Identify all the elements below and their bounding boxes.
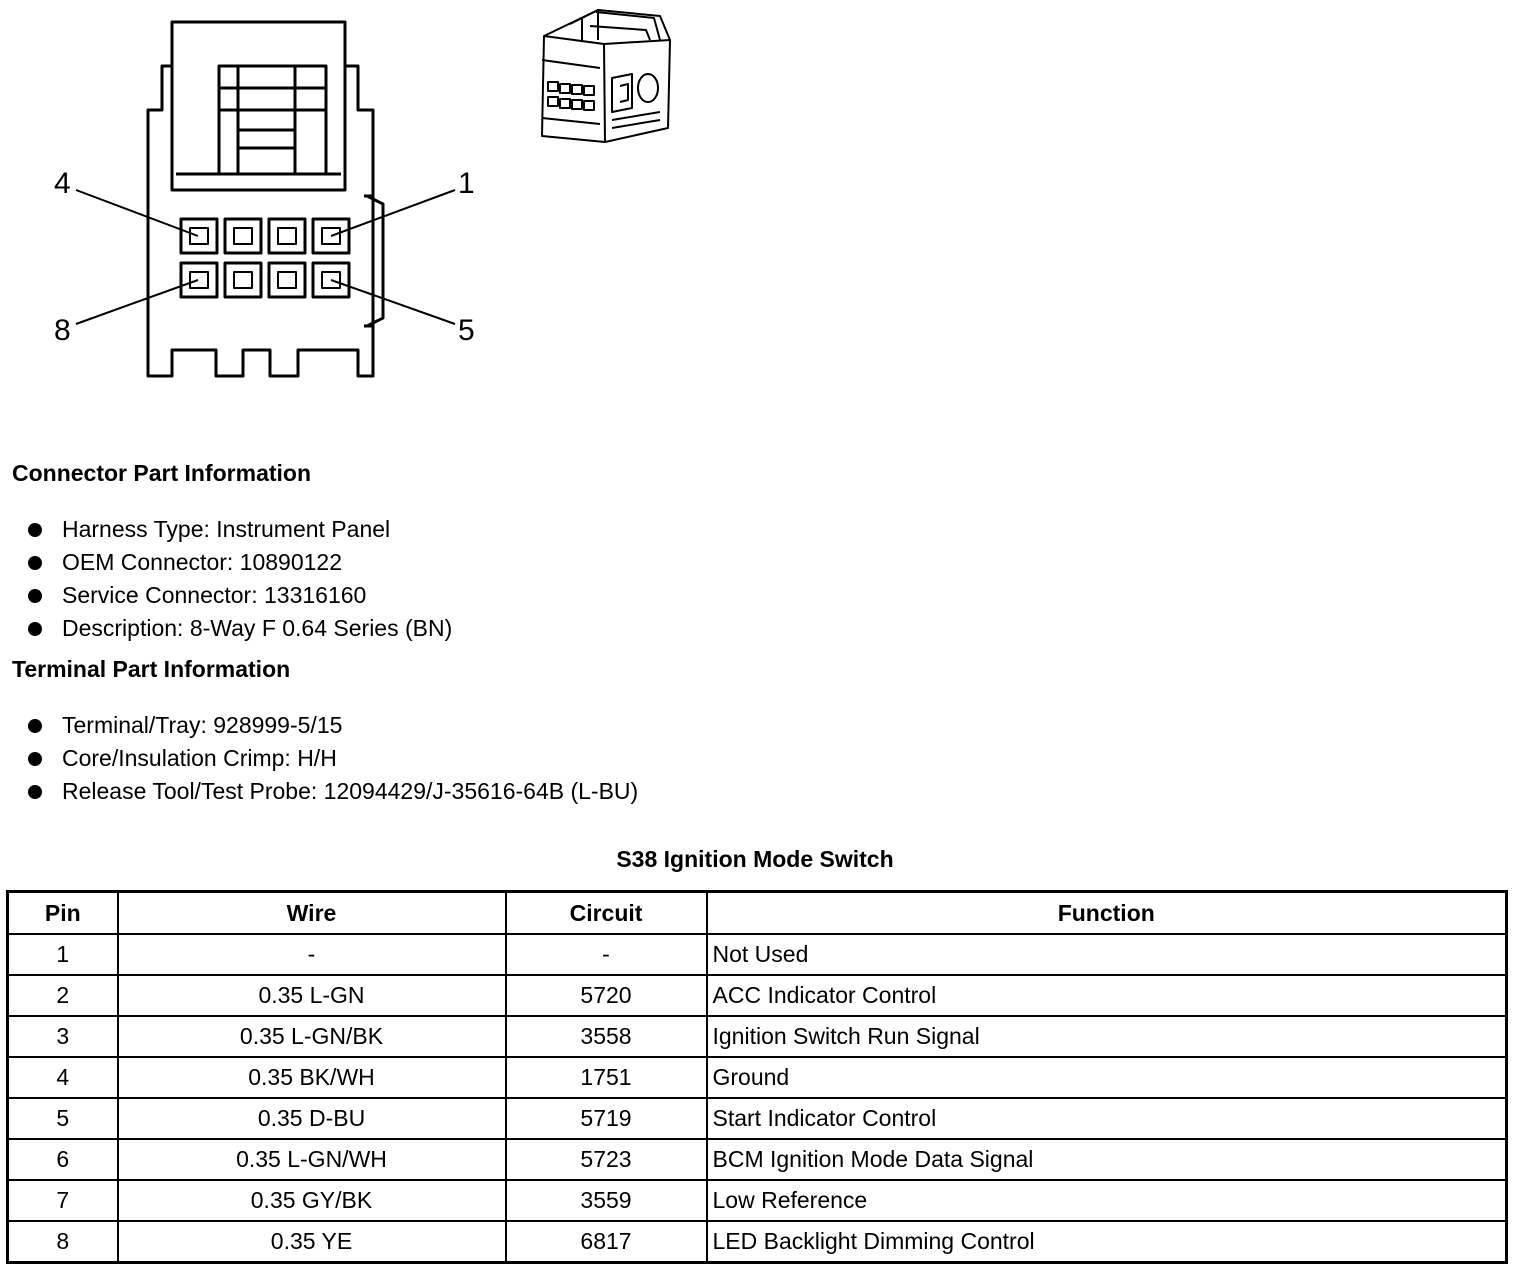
cell-wire: - [116, 933, 507, 976]
list-item: Harness Type: Instrument Panel [28, 513, 452, 546]
connector-diagram: 4 1 8 5 [54, 9, 671, 378]
table-row: 4 0.35 BK/WH 1751 Ground [6, 1056, 1508, 1099]
list-item: OEM Connector: 10890122 [28, 546, 452, 579]
column-header-circuit: Circuit [504, 890, 708, 935]
cell-circuit: 3559 [504, 1179, 708, 1222]
pin-callout-1: 1 [458, 167, 475, 200]
table-title: S38 Ignition Mode Switch [616, 846, 894, 872]
list-item: Release Tool/Test Probe: 12094429/J-3561… [28, 775, 638, 808]
cell-function: LED Backlight Dimming Control [705, 1220, 1508, 1264]
list-item: Service Connector: 13316160 [28, 579, 452, 612]
table-row: 5 0.35 D-BU 5719 Start Indicator Control [6, 1097, 1508, 1140]
column-header-wire: Wire [116, 890, 507, 935]
cell-pin: 2 [6, 974, 119, 1017]
list-item: Core/Insulation Crimp: H/H [28, 742, 638, 775]
cell-circuit: 6817 [504, 1220, 708, 1264]
connector-info-list: Harness Type: Instrument Panel OEM Conne… [28, 513, 452, 645]
cell-function: Not Used [705, 933, 1508, 976]
cell-wire: 0.35 L-GN [116, 974, 507, 1017]
pin-callout-5: 5 [458, 314, 475, 347]
table-row: 8 0.35 YE 6817 LED Backlight Dimming Con… [6, 1220, 1508, 1264]
pinout-table: Pin Wire Circuit Function 1 - - Not Used… [6, 890, 1508, 1264]
list-item-text: Core/Insulation Crimp: H/H [62, 745, 337, 771]
bullet-icon [28, 522, 42, 537]
cell-function: Ignition Switch Run Signal [705, 1015, 1508, 1058]
cell-circuit: 5720 [504, 974, 708, 1017]
table-row: 2 0.35 L-GN 5720 ACC Indicator Control [6, 974, 1508, 1017]
cell-pin: 7 [6, 1179, 119, 1222]
bullet-icon [28, 588, 42, 603]
cell-pin: 4 [6, 1056, 119, 1099]
pin-callout-4: 4 [54, 167, 71, 200]
connector-info-title: Connector Part Information [12, 460, 312, 486]
table-row: 7 0.35 GY/BK 3559 Low Reference [6, 1179, 1508, 1222]
cell-wire: 0.35 YE [116, 1220, 507, 1264]
terminal-info-title: Terminal Part Information [12, 656, 291, 682]
table-row: 6 0.35 L-GN/WH 5723 BCM Ignition Mode Da… [6, 1138, 1508, 1181]
cell-function: Low Reference [705, 1179, 1508, 1222]
cell-wire: 0.35 D-BU [116, 1097, 507, 1140]
bullet-icon [28, 621, 42, 636]
bullet-icon [28, 718, 42, 733]
list-item-text: Service Connector: 13316160 [62, 582, 367, 608]
list-item-text: OEM Connector: 10890122 [62, 549, 343, 575]
list-item: Description: 8-Way F 0.64 Series (BN) [28, 612, 452, 645]
connector-face [75, 20, 456, 378]
cell-pin: 8 [6, 1220, 119, 1264]
cell-circuit: - [504, 933, 708, 976]
list-item-text: Harness Type: Instrument Panel [62, 516, 391, 542]
cell-function: Start Indicator Control [705, 1097, 1508, 1140]
cell-function: Ground [705, 1056, 1508, 1099]
bullet-icon [28, 784, 42, 799]
table-header-row: Pin Wire Circuit Function [6, 890, 1508, 935]
cell-pin: 6 [6, 1138, 119, 1181]
connector-isometric-view [541, 9, 671, 143]
list-item-text: Terminal/Tray: 928999-5/15 [62, 712, 343, 738]
cell-wire: 0.35 BK/WH [116, 1056, 507, 1099]
list-item-text: Description: 8-Way F 0.64 Series (BN) [62, 615, 453, 641]
list-item-text: Release Tool/Test Probe: 12094429/J-3561… [62, 778, 639, 804]
cell-circuit: 3558 [504, 1015, 708, 1058]
cell-pin: 5 [6, 1097, 119, 1140]
pin-callout-8: 8 [54, 314, 71, 347]
cell-function: ACC Indicator Control [705, 974, 1508, 1017]
cell-circuit: 5719 [504, 1097, 708, 1140]
cell-circuit: 1751 [504, 1056, 708, 1099]
column-header-pin: Pin [6, 890, 119, 935]
cell-wire: 0.35 GY/BK [116, 1179, 507, 1222]
callout-leaders [75, 189, 456, 325]
cell-pin: 3 [6, 1015, 119, 1058]
cell-wire: 0.35 L-GN/WH [116, 1138, 507, 1181]
cell-pin: 1 [6, 933, 119, 976]
cell-function: BCM Ignition Mode Data Signal [705, 1138, 1508, 1181]
cell-circuit: 5723 [504, 1138, 708, 1181]
table-row: 3 0.35 L-GN/BK 3558 Ignition Switch Run … [6, 1015, 1508, 1058]
bullet-icon [28, 555, 42, 570]
terminal-cavities [179, 217, 351, 299]
cell-wire: 0.35 L-GN/BK [116, 1015, 507, 1058]
list-item: Terminal/Tray: 928999-5/15 [28, 709, 638, 742]
column-header-function: Function [705, 890, 1508, 935]
bullet-icon [28, 751, 42, 766]
terminal-info-list: Terminal/Tray: 928999-5/15 Core/Insulati… [28, 709, 638, 808]
table-row: 1 - - Not Used [6, 933, 1508, 976]
